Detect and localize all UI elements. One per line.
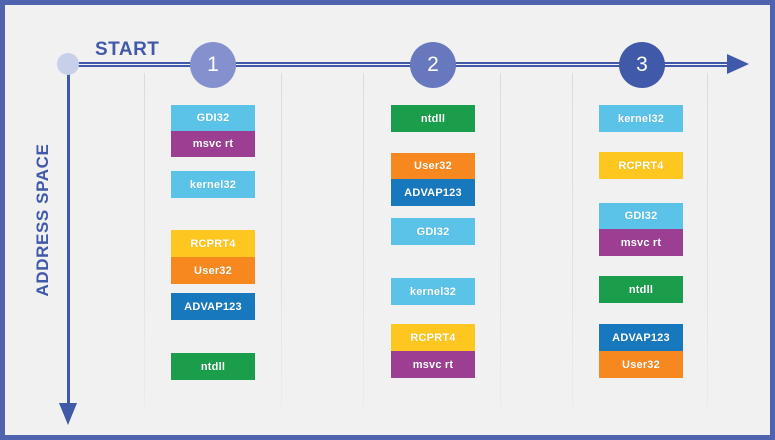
- milestone-3[interactable]: 3: [619, 42, 665, 88]
- column-divider-6: [707, 73, 708, 410]
- module-box-ntdll[interactable]: ntdll: [171, 353, 255, 380]
- start-dot-icon: [57, 53, 79, 75]
- timeline-axis: [67, 62, 727, 67]
- module-box-rcprt4[interactable]: RCPRT4: [599, 152, 683, 179]
- address-space-arrow-icon: [59, 403, 77, 425]
- module-box-msvc-rt[interactable]: msvc rt: [171, 131, 255, 157]
- milestone-1[interactable]: 1: [190, 42, 236, 88]
- module-box-kernel32[interactable]: kernel32: [391, 278, 475, 305]
- module-box-kernel32[interactable]: kernel32: [599, 105, 683, 132]
- module-box-user32[interactable]: User32: [599, 351, 683, 378]
- module-box-gdi32[interactable]: GDI32: [171, 105, 255, 131]
- address-space-label: ADDRESS SPACE: [33, 143, 52, 297]
- column-divider-2: [281, 73, 282, 410]
- address-space-axis: [67, 65, 70, 410]
- module-box-rcprt4[interactable]: RCPRT4: [171, 230, 255, 257]
- module-box-rcprt4[interactable]: RCPRT4: [391, 324, 475, 351]
- column-divider-1: [144, 73, 145, 410]
- timeline-arrow-icon: [727, 54, 749, 74]
- column-divider-5: [572, 73, 573, 410]
- start-label: START: [95, 39, 160, 60]
- module-box-advap123[interactable]: ADVAP123: [599, 324, 683, 351]
- module-box-ntdll[interactable]: ntdll: [391, 105, 475, 132]
- column-divider-4: [500, 73, 501, 410]
- module-box-ntdll[interactable]: ntdll: [599, 276, 683, 303]
- column-divider-3: [363, 73, 364, 410]
- module-box-user32[interactable]: User32: [391, 153, 475, 179]
- module-box-advap123[interactable]: ADVAP123: [171, 293, 255, 320]
- module-box-user32[interactable]: User32: [171, 257, 255, 284]
- milestone-2[interactable]: 2: [410, 42, 456, 88]
- module-box-kernel32[interactable]: kernel32: [171, 171, 255, 198]
- module-box-advap123[interactable]: ADVAP123: [391, 179, 475, 206]
- module-box-gdi32[interactable]: GDI32: [391, 218, 475, 245]
- module-box-msvc-rt[interactable]: msvc rt: [391, 351, 475, 378]
- module-box-gdi32[interactable]: GDI32: [599, 203, 683, 229]
- module-box-msvc-rt[interactable]: msvc rt: [599, 229, 683, 256]
